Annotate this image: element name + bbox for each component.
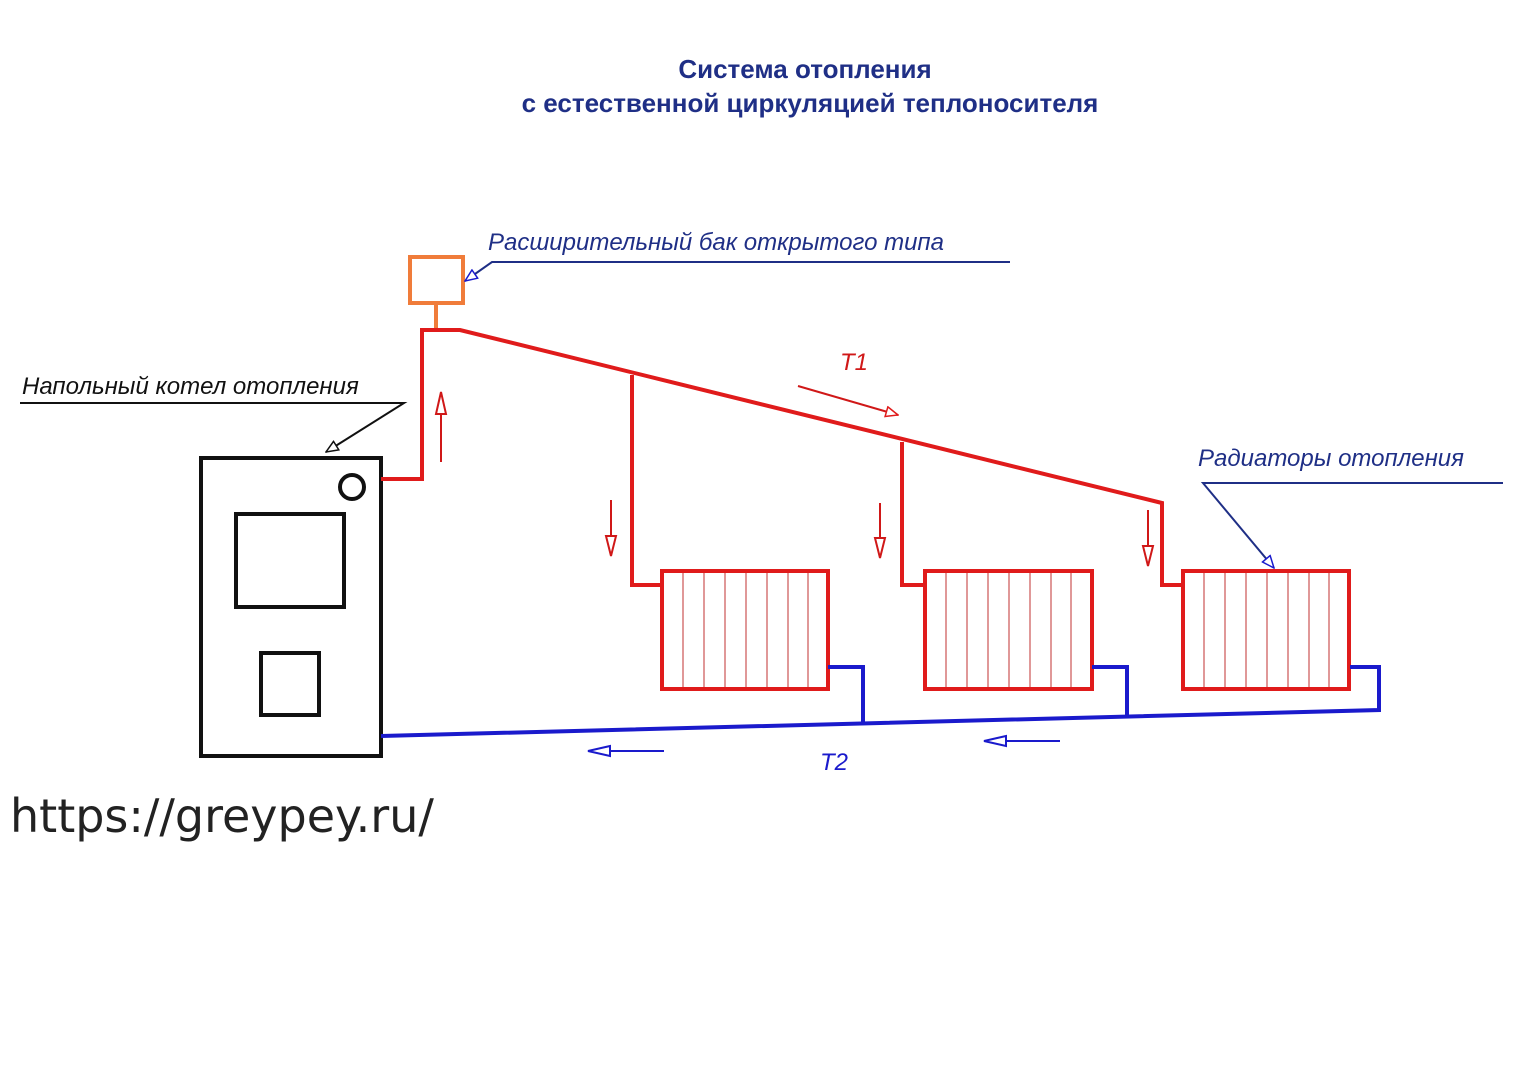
boiler-gauge: [338, 473, 366, 501]
flow-arrows-supply: [434, 391, 1155, 567]
boiler-label: Напольный котел отопления: [22, 373, 359, 400]
radiator-1: [660, 569, 830, 691]
return-riser-1: [828, 665, 865, 722]
return-riser-2: [1092, 665, 1129, 716]
boiler-label-leader: [20, 402, 408, 452]
floor-boiler: [199, 456, 383, 758]
expansion-tank: [408, 255, 465, 305]
supply-drop-2: [900, 442, 925, 587]
supply-drop-1: [630, 375, 662, 587]
title-line-2: с естественной циркуляцией теплоносителя: [522, 88, 1099, 118]
supply-main-pipe: [381, 328, 1183, 587]
boiler-lower-door: [259, 651, 321, 717]
watermark-url: https://greypey.ru/: [10, 789, 434, 843]
title-line-1: Система отопления: [678, 54, 931, 84]
tank-label-leader: [465, 261, 1010, 281]
tank-label: Расширительный бак открытого типа: [488, 229, 944, 256]
radiators-label-leader: [1200, 482, 1503, 568]
radiators-label: Радиаторы отопления: [1198, 445, 1464, 472]
flow-arrows-return: [587, 734, 1060, 758]
supply-label: Т1: [840, 349, 868, 376]
return-label: Т2: [820, 749, 848, 776]
radiator-3: [1181, 569, 1351, 691]
radiator-2: [923, 569, 1094, 691]
boiler-upper-door: [234, 512, 346, 609]
supply-flow-arrow-horizontal: [797, 385, 898, 415]
return-main-pipe: [380, 665, 1381, 738]
